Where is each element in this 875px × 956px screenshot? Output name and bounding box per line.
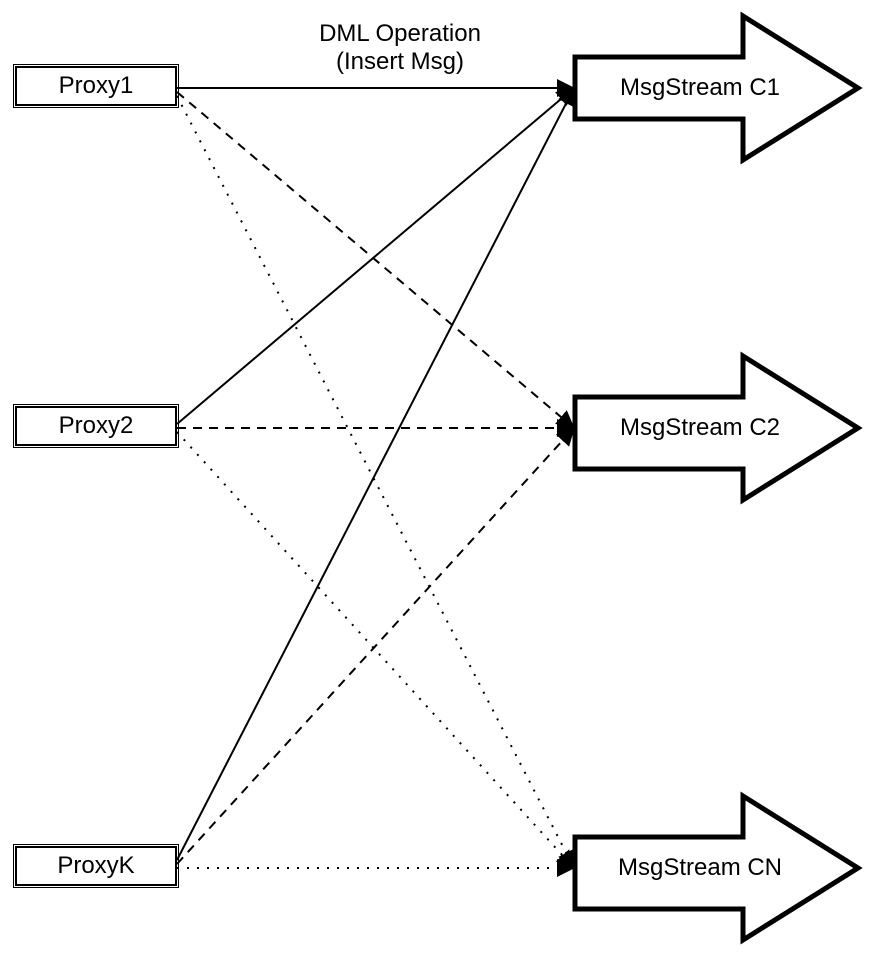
proxy-node-k: ProxyK xyxy=(13,844,179,888)
edge-proxy2-to-c1 xyxy=(176,87,575,425)
block-arrow-c1 xyxy=(572,11,863,165)
proxy-node-1-label: Proxy1 xyxy=(58,72,134,99)
block-arrow-c2 xyxy=(572,351,863,505)
block-arrow-cn xyxy=(572,791,863,945)
edge-proxyk-to-c1 xyxy=(176,87,575,861)
proxy-node-k-label: ProxyK xyxy=(57,852,135,879)
diagram-title-line1: DML Operation xyxy=(319,20,481,47)
diagram-title: DML Operation (Insert Msg) xyxy=(290,20,510,76)
proxy-node-2: Proxy2 xyxy=(13,404,179,448)
edge-proxy1-to-cn xyxy=(176,95,575,869)
proxy-node-1: Proxy1 xyxy=(13,64,179,108)
diagram-title-line2: (Insert Msg) xyxy=(335,48,464,75)
edge-proxy1-to-c2 xyxy=(176,91,575,429)
edge-proxyk-to-c2 xyxy=(176,427,575,865)
proxy-node-2-label: Proxy2 xyxy=(58,412,134,439)
edge-proxy2-to-cn xyxy=(176,431,575,869)
